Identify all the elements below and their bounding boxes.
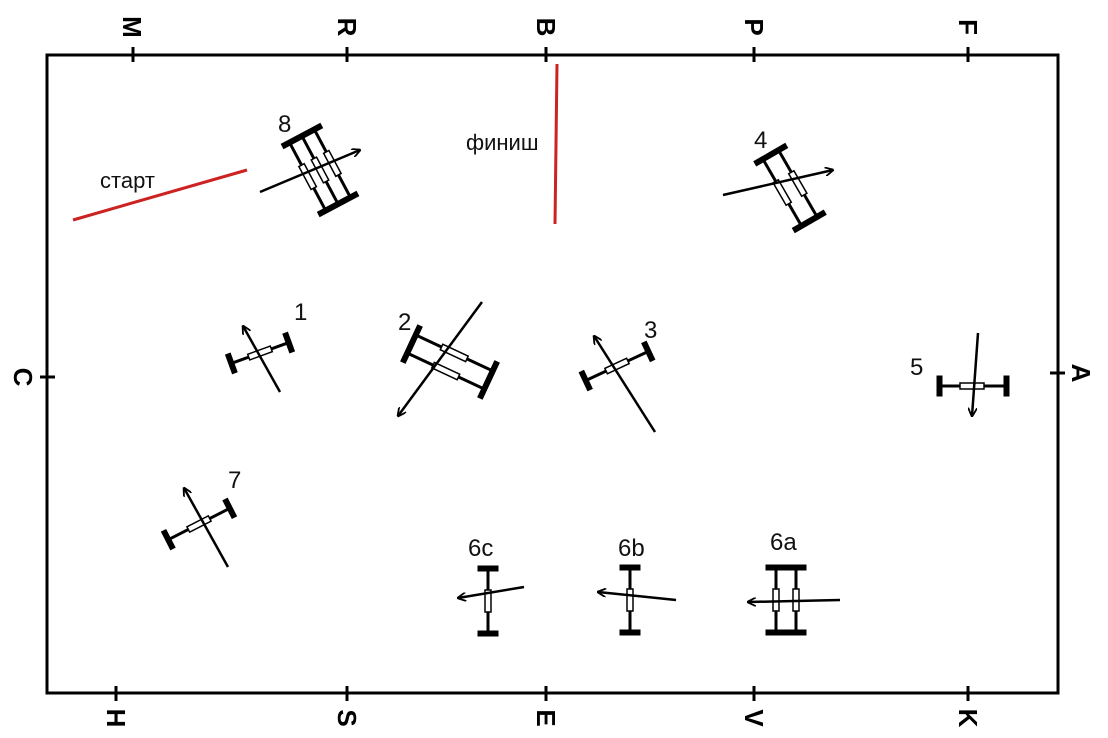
obstacle-6c — [477, 565, 499, 637]
obstacle-7 — [160, 497, 238, 551]
arrow-6b — [598, 592, 677, 602]
marker-m: M — [117, 16, 147, 38]
arrow-8 — [259, 150, 360, 194]
marker-ticks — [40, 47, 1065, 701]
obstacle-1 — [224, 331, 296, 375]
arrow-6c — [458, 585, 525, 598]
obstacle-4 — [753, 142, 827, 234]
marker-c: C — [8, 368, 38, 387]
label-5: 5 — [910, 354, 923, 381]
label-6a: 6a — [770, 529, 797, 556]
arrow-1 — [243, 326, 282, 393]
marker-s: S — [332, 709, 362, 726]
marker-p: P — [739, 18, 769, 35]
marker-f: F — [953, 19, 983, 35]
arrow-7 — [184, 488, 230, 568]
obstacle-8 — [280, 122, 360, 218]
marker-k: K — [953, 709, 983, 728]
start-label: старт — [100, 168, 155, 193]
finish-label: финиш — [466, 130, 538, 155]
label-6b: 6b — [618, 535, 645, 562]
label-3: 3 — [644, 317, 657, 344]
obstacle-2 — [400, 324, 500, 400]
arrow-3 — [594, 336, 657, 433]
marker-b: B — [531, 18, 561, 37]
marker-v: V — [739, 709, 769, 727]
label-8: 8 — [278, 111, 291, 138]
label-7: 7 — [228, 467, 241, 494]
marker-e: E — [531, 709, 561, 726]
marker-r: R — [332, 18, 362, 37]
arrow-4 — [722, 170, 833, 197]
label-6c: 6c — [468, 535, 493, 562]
obstacle-6b — [619, 564, 641, 636]
obstacle-3 — [578, 340, 656, 392]
arrow-2 — [398, 301, 484, 416]
label-2: 2 — [398, 309, 411, 336]
label-4: 4 — [754, 127, 767, 154]
marker-h: H — [101, 709, 131, 728]
arrow-6a — [748, 600, 841, 602]
arena-border — [45, 53, 1060, 695]
finish-line — [553, 63, 559, 225]
label-1: 1 — [294, 299, 307, 326]
start-line — [72, 168, 248, 222]
marker-a: A — [1066, 364, 1096, 383]
arrow-5 — [972, 332, 980, 416]
